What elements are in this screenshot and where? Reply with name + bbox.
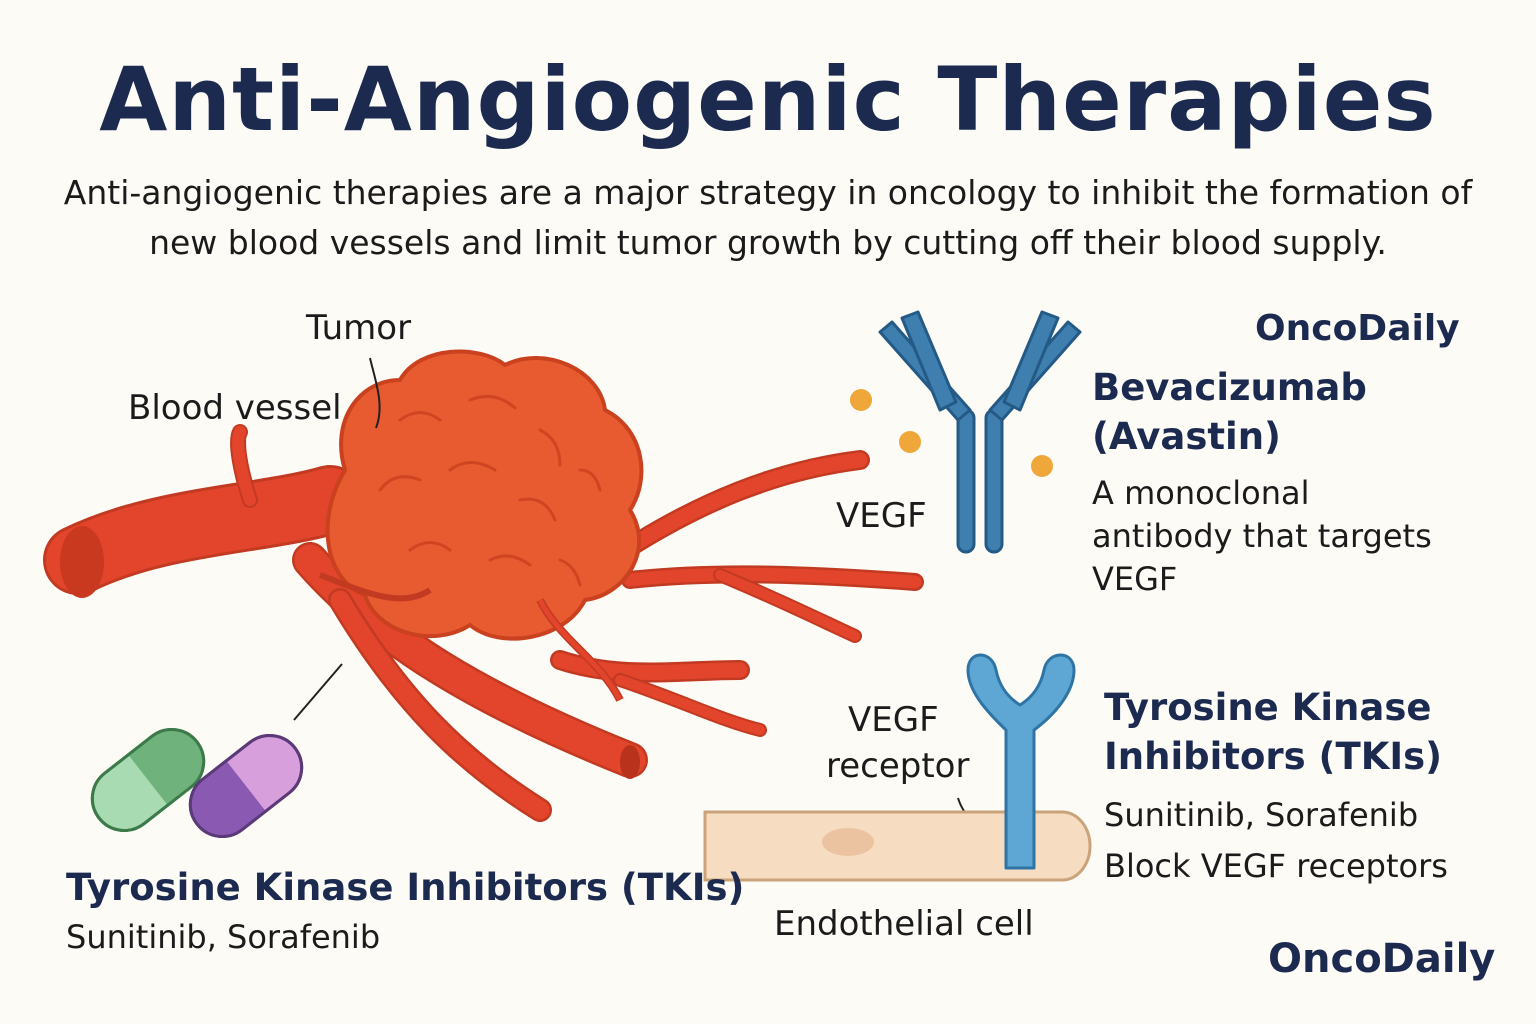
tumor-leader-line [369, 357, 381, 429]
blood-vessel-label: Blood vessel [128, 388, 342, 428]
vegf-receptor-label-line1: VEGF [848, 700, 939, 740]
vessel-leader-line [293, 663, 343, 721]
tki-right-title-line1: Tyrosine Kinase [1104, 686, 1432, 729]
bevacizumab-desc-line1: A monoclonal [1092, 474, 1310, 512]
tki-right-action: Block VEGF receptors [1104, 847, 1448, 886]
tki-left-drugs: Sunitinib, Sorafenib [66, 918, 381, 956]
tki-right-title-line2: Inhibitors (TKIs) [1104, 734, 1443, 778]
blood-vessel-icon [43, 424, 924, 822]
tki-right-drugs: Sunitinib, Sorafenib [1104, 796, 1419, 834]
bevacizumab-desc-line3: VEGF [1092, 560, 1178, 599]
vegf-label: VEGF [836, 496, 927, 536]
antibody-icon [878, 310, 1082, 554]
purple-capsule-icon [188, 734, 304, 838]
page-title: Anti-Angiogenic Therapies [99, 48, 1437, 151]
bevacizumab-name-line2: (Avastin) [1092, 414, 1281, 458]
tki-right-title: Tyrosine Kinase Inhibitors (TKIs) [1104, 684, 1442, 782]
endothelial-cell-icon [703, 810, 1092, 882]
vegf-receptor-icon [966, 653, 1076, 870]
tki-right-details: Sunitinib, Sorafenib Block VEGF receptor… [1104, 790, 1448, 892]
vegf-dot-icon [1031, 455, 1053, 477]
tumor-label: Tumor [306, 308, 412, 348]
bevacizumab-block: Bevacizumab (Avastin) [1092, 364, 1367, 462]
endothelial-cell-label: Endothelial cell [774, 904, 1034, 944]
vegf-dot-icon [899, 431, 921, 453]
vegf-dot-icon [850, 389, 872, 411]
page-subtitle: Anti-angiogenic therapies are a major st… [63, 173, 1473, 262]
brand-logo-top: OncoDaily [1255, 308, 1460, 349]
brand-logo-bottom: OncoDaily [1268, 936, 1496, 982]
bevacizumab-desc-line2: antibody that targets [1092, 517, 1432, 556]
bevacizumab-description: A monoclonal antibody that targets VEGF [1092, 472, 1432, 602]
tumor-icon [318, 349, 644, 702]
tki-left-title: Tyrosine Kinase Inhibitors (TKIs) [66, 866, 745, 909]
bevacizumab-name-line1: Bevacizumab [1092, 366, 1367, 409]
green-capsule-icon [90, 728, 206, 832]
vegf-receptor-label-line2: receptor [826, 746, 970, 786]
